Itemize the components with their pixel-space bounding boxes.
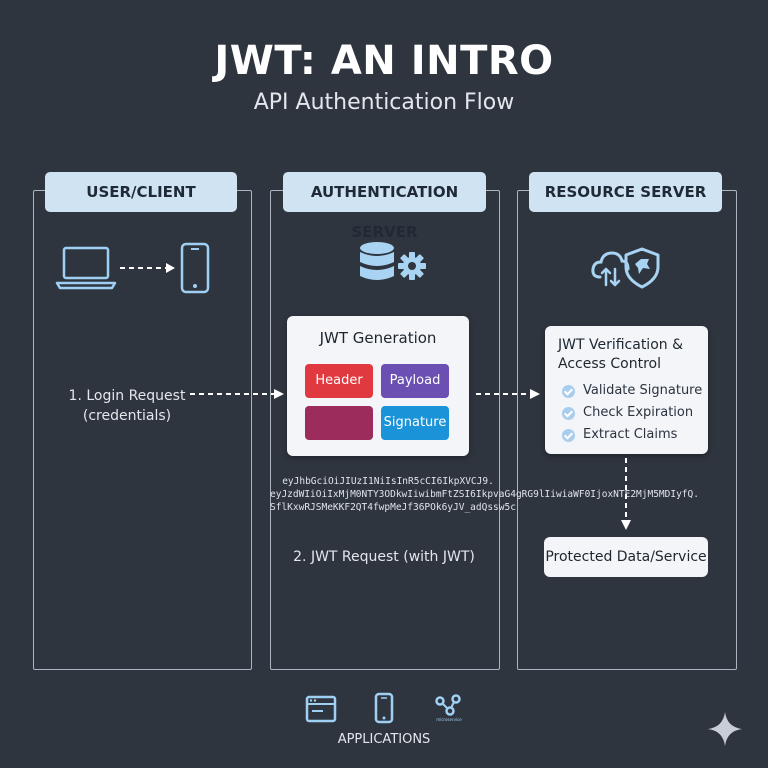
check-icon xyxy=(562,428,575,442)
auth-column-header: AUTHENTICATION SERVER xyxy=(283,172,486,241)
dashed-arrow-client xyxy=(120,263,175,273)
phone-icon xyxy=(180,242,210,294)
token-line1: eyJhbGciOiJIUzI1NiIsInR5cCI6IkpXVCJ9. xyxy=(282,476,494,487)
database-gear-icon xyxy=(360,242,426,280)
check-item: Check Expiration xyxy=(562,402,702,424)
header-chip: Header xyxy=(305,364,373,398)
sparkle-icon xyxy=(708,712,742,746)
page-subtitle: API Authentication Flow xyxy=(253,90,515,115)
token-line3: SflKxwRJSMeKKF2QT4fwpMeJf36POk6yJV_adQss… xyxy=(270,502,516,513)
jwt-request-label: 2. JWT Request (with JWT) xyxy=(293,549,475,565)
check-icon xyxy=(562,384,575,398)
laptop-icon xyxy=(55,246,117,290)
dashed-arrow-verification xyxy=(621,458,631,530)
mobile-app-icon xyxy=(374,692,394,724)
verification-title-line2: Access Control xyxy=(558,356,661,372)
resource-column-header: RESOURCE SERVER xyxy=(529,172,722,212)
dashed-arrow-generation xyxy=(476,389,540,399)
blank-chip xyxy=(305,406,373,440)
check-icon xyxy=(562,406,575,420)
check-item: Validate Signature xyxy=(562,380,702,402)
verification-title: JWT Verification & Access Control xyxy=(558,336,683,374)
jwt-generation-card: JWT Generation Header Payload Signature xyxy=(287,316,469,456)
login-request-line2: (credentials) xyxy=(82,408,172,424)
check-label: Check Expiration xyxy=(583,405,694,420)
login-request-line1: 1. Login Request xyxy=(68,388,186,404)
verification-title-line1: JWT Verification & xyxy=(558,337,684,353)
check-label: Extract Claims xyxy=(583,427,678,442)
client-column-header: USER/CLIENT xyxy=(45,172,237,212)
encoded-token: eyJhbGciOiJIUzI1NiIsInR5cCI6IkpXVCJ9. ey… xyxy=(270,475,699,514)
cloud-shield-icon xyxy=(591,247,660,289)
token-line2: eyJzdWIiOiIxMjM0NTY3ODkwIiwibmFtZSI6Ikpv… xyxy=(270,489,699,500)
jwt-generation-title: JWT Generation xyxy=(319,329,437,347)
payload-chip: Payload xyxy=(381,364,449,398)
microservice-icon: microservice xyxy=(435,694,462,722)
check-label: Validate Signature xyxy=(583,383,703,398)
svg-text:microservice: microservice xyxy=(436,717,462,722)
page-title: JWT: AN INTRO xyxy=(214,38,554,84)
check-item: Extract Claims xyxy=(562,424,702,446)
jwt-verification-card: JWT Verification & Access Control Valida… xyxy=(545,326,708,454)
browser-window-icon xyxy=(305,695,337,723)
verification-checklist: Validate Signature Check Expiration Extr… xyxy=(562,380,702,446)
protected-data-box: Protected Data/Service xyxy=(544,537,708,577)
signature-chip: Signature xyxy=(381,406,449,440)
login-request-label: 1. Login Request (credentials) xyxy=(62,386,192,426)
dashed-arrow-login xyxy=(190,389,284,399)
applications-label: APPLICATIONS xyxy=(337,732,431,747)
